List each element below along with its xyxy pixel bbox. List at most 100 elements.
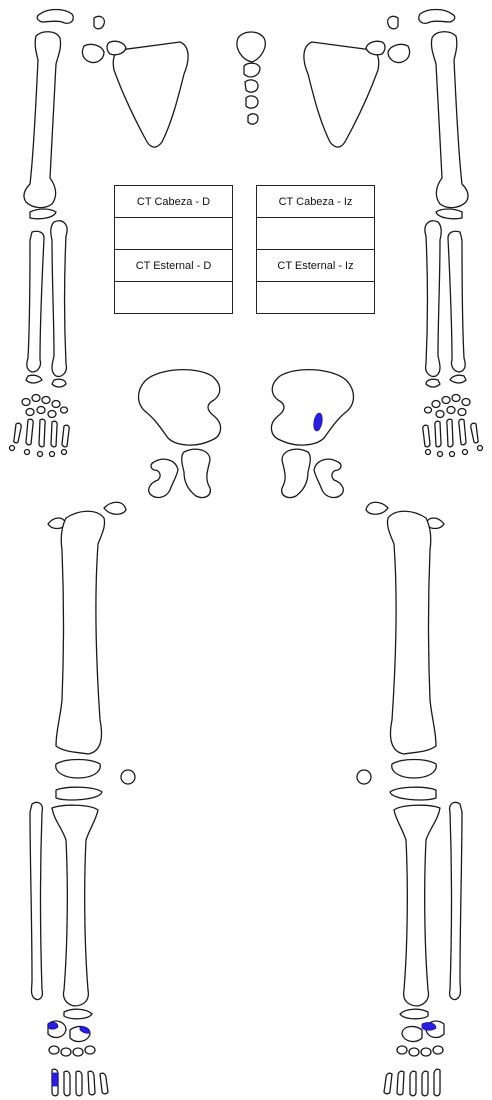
carpal-left-1[interactable] bbox=[462, 399, 470, 406]
coracoid-right[interactable] bbox=[82, 44, 104, 62]
tibia-right[interactable] bbox=[52, 805, 98, 1006]
humerus-left[interactable] bbox=[431, 32, 468, 208]
ct-sternal-left-value-cell[interactable] bbox=[257, 282, 375, 314]
ct-sternal-right-value-cell[interactable] bbox=[115, 282, 233, 314]
metatarsal-left-5[interactable] bbox=[384, 1073, 392, 1094]
sternebra-3[interactable] bbox=[246, 96, 258, 108]
tibia-proximal-epiphysis-right[interactable] bbox=[56, 787, 102, 800]
radius-distal-epiphysis-left[interactable] bbox=[450, 375, 466, 383]
tarsal-left-2[interactable] bbox=[421, 1048, 431, 1056]
sternebra-2[interactable] bbox=[245, 80, 258, 92]
patella-right[interactable] bbox=[121, 770, 135, 784]
metacarpal-right-3[interactable] bbox=[39, 419, 45, 447]
ischium-right[interactable] bbox=[182, 449, 211, 497]
carpal-left-8[interactable] bbox=[436, 411, 444, 418]
tarsal-left-4[interactable] bbox=[397, 1046, 407, 1054]
humerus-distal-epiphysis-left[interactable] bbox=[436, 209, 462, 219]
scapula-right[interactable] bbox=[113, 42, 188, 147]
metacarpal-right-2[interactable] bbox=[26, 419, 33, 445]
phalanx-right-1[interactable] bbox=[10, 446, 15, 451]
metacarpal-right-4[interactable] bbox=[51, 421, 57, 447]
tarsal-left-1[interactable] bbox=[433, 1046, 443, 1054]
calcaneus-left[interactable] bbox=[402, 1027, 422, 1042]
carpal-right-1[interactable] bbox=[22, 399, 30, 406]
tarsal-right-1[interactable] bbox=[49, 1046, 59, 1054]
carpal-right-8[interactable] bbox=[48, 411, 56, 418]
phalanx-left-5[interactable] bbox=[426, 450, 431, 455]
tibia-distal-epiphysis-left[interactable] bbox=[400, 1009, 428, 1019]
clavicle-fragment-left[interactable] bbox=[388, 16, 398, 28]
ischium-left[interactable] bbox=[282, 449, 311, 497]
femur-right[interactable] bbox=[56, 511, 105, 754]
carpal-right-5[interactable] bbox=[61, 407, 68, 413]
manubrium[interactable] bbox=[237, 32, 265, 62]
metacarpal-left-4[interactable] bbox=[435, 421, 441, 447]
carpal-left-5[interactable] bbox=[425, 407, 432, 413]
metacarpal-right-5[interactable] bbox=[62, 425, 69, 447]
carpal-left-2[interactable] bbox=[452, 395, 460, 402]
phalanx-left-3[interactable] bbox=[450, 452, 455, 457]
metatarsal-right-3[interactable] bbox=[76, 1071, 82, 1096]
phalanx-left-4[interactable] bbox=[438, 452, 443, 457]
fibula-right[interactable] bbox=[30, 802, 42, 999]
clavicle-fragment-right[interactable] bbox=[94, 16, 104, 28]
tarsal-right-4[interactable] bbox=[85, 1046, 95, 1054]
ct-head-left-value-cell[interactable] bbox=[257, 218, 375, 250]
metatarsal-left-3[interactable] bbox=[410, 1071, 416, 1096]
humerus-right[interactable] bbox=[24, 32, 61, 208]
phalanx-left-1[interactable] bbox=[478, 446, 483, 451]
tibia-distal-epiphysis-right[interactable] bbox=[64, 1009, 92, 1019]
metatarsal-left-2[interactable] bbox=[422, 1071, 428, 1096]
radius-right[interactable] bbox=[27, 231, 44, 372]
patella-left[interactable] bbox=[357, 770, 371, 784]
acromion-left[interactable] bbox=[366, 41, 385, 55]
phalanx-right-3[interactable] bbox=[38, 452, 43, 457]
ulna-distal-epiphysis-right[interactable] bbox=[52, 379, 66, 387]
sternebra-4[interactable] bbox=[248, 114, 258, 124]
ulna-left[interactable] bbox=[425, 221, 441, 377]
ulna-right[interactable] bbox=[51, 221, 67, 377]
phalanx-right-4[interactable] bbox=[50, 452, 55, 457]
carpal-right-7[interactable] bbox=[37, 407, 45, 414]
metacarpal-left-2[interactable] bbox=[459, 419, 466, 445]
tibia-proximal-epiphysis-left[interactable] bbox=[390, 787, 436, 800]
phalanx-right-2[interactable] bbox=[25, 450, 30, 455]
metacarpal-left-3[interactable] bbox=[447, 419, 453, 447]
tarsal-right-3[interactable] bbox=[73, 1048, 83, 1056]
metacarpal-left-1[interactable] bbox=[471, 423, 478, 443]
acromion-right[interactable] bbox=[107, 41, 126, 55]
carpal-left-6[interactable] bbox=[458, 409, 466, 416]
phalanx-right-5[interactable] bbox=[62, 450, 67, 455]
pubis-right[interactable] bbox=[149, 459, 178, 497]
metatarsal-left-1[interactable] bbox=[434, 1069, 440, 1096]
carpal-right-3[interactable] bbox=[42, 397, 50, 404]
carpal-left-7[interactable] bbox=[447, 407, 455, 414]
sternebra-1[interactable] bbox=[244, 63, 260, 77]
carpal-right-2[interactable] bbox=[32, 395, 40, 402]
metacarpal-right-1[interactable] bbox=[14, 423, 21, 443]
clavicle-left[interactable] bbox=[419, 10, 455, 24]
carpal-left-3[interactable] bbox=[442, 397, 450, 404]
metatarsal-right-2[interactable] bbox=[64, 1071, 70, 1096]
ct-head-right-value-cell[interactable] bbox=[115, 218, 233, 250]
tarsal-right-2[interactable] bbox=[61, 1048, 71, 1056]
femur-distal-epiphysis-left[interactable] bbox=[392, 760, 437, 779]
phalanx-left-2[interactable] bbox=[463, 450, 468, 455]
radius-distal-epiphysis-right[interactable] bbox=[26, 375, 42, 383]
humerus-distal-epiphysis-right[interactable] bbox=[30, 209, 56, 219]
tarsal-left-3[interactable] bbox=[409, 1048, 419, 1056]
metatarsal-right-5[interactable] bbox=[100, 1073, 108, 1094]
carpal-right-4[interactable] bbox=[52, 401, 60, 408]
tibia-left[interactable] bbox=[394, 805, 440, 1006]
ilium-right[interactable] bbox=[139, 370, 221, 445]
radius-left[interactable] bbox=[448, 231, 465, 372]
carpal-right-6[interactable] bbox=[26, 409, 34, 416]
pubis-left[interactable] bbox=[314, 459, 343, 497]
femur-distal-epiphysis-right[interactable] bbox=[56, 760, 101, 779]
metatarsal-right-4[interactable] bbox=[88, 1071, 95, 1095]
femoral-head-epiphysis-left[interactable] bbox=[366, 502, 388, 514]
ulna-distal-epiphysis-left[interactable] bbox=[426, 379, 440, 387]
scapula-left[interactable] bbox=[304, 42, 379, 147]
carpal-left-4[interactable] bbox=[432, 401, 440, 408]
clavicle-right[interactable] bbox=[37, 10, 73, 24]
